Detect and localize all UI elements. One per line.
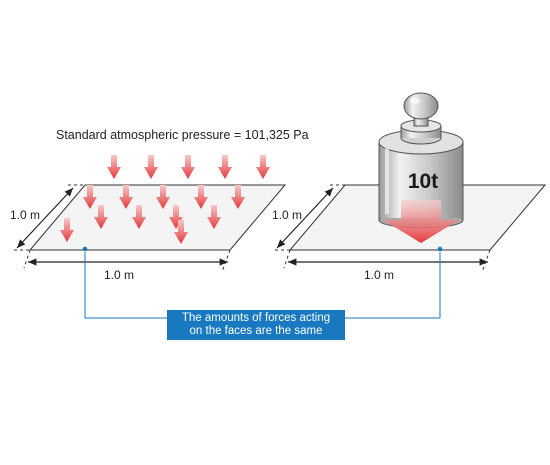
atmospheric-pressure-caption: Standard atmospheric pressure = 101,325 … xyxy=(56,128,309,142)
pressure-arrow xyxy=(181,155,195,179)
pressure-arrow xyxy=(218,155,232,179)
note-line-2: on the faces are the same xyxy=(189,325,323,337)
pressure-arrow xyxy=(94,205,108,229)
weight-label: 10t xyxy=(407,170,439,193)
note-line-1: The amounts of forces acting xyxy=(181,312,331,324)
left-side-dimension-label: 1.0 m xyxy=(10,208,41,222)
pressure-arrow xyxy=(207,205,221,229)
pressure-arrow xyxy=(156,185,170,209)
pressure-arrow xyxy=(194,185,208,209)
pressure-arrow xyxy=(60,218,74,242)
connector-line xyxy=(84,252,167,319)
right-side-dimension-line xyxy=(276,187,334,249)
pressure-arrow xyxy=(144,155,158,179)
connector-line-right xyxy=(345,252,441,319)
comparison-note: The amounts of forces acting on the face… xyxy=(167,310,345,340)
pressure-arrows xyxy=(60,155,270,244)
pressure-arrow xyxy=(83,185,97,209)
right-side-dimension-label: 1.0 m xyxy=(272,208,303,222)
weight-force-arrow xyxy=(383,200,459,243)
right-bottom-dimension-label: 1.0 m xyxy=(364,268,395,282)
left-side-dimension-line xyxy=(16,187,74,249)
pressure-arrow xyxy=(256,155,270,179)
pressure-arrow xyxy=(132,205,146,229)
pressure-arrow xyxy=(107,155,121,179)
left-bottom-dimension-label: 1.0 m xyxy=(104,268,135,282)
pressure-arrow xyxy=(174,220,188,244)
pressure-arrow xyxy=(119,185,133,209)
pressure-arrow xyxy=(231,185,245,209)
